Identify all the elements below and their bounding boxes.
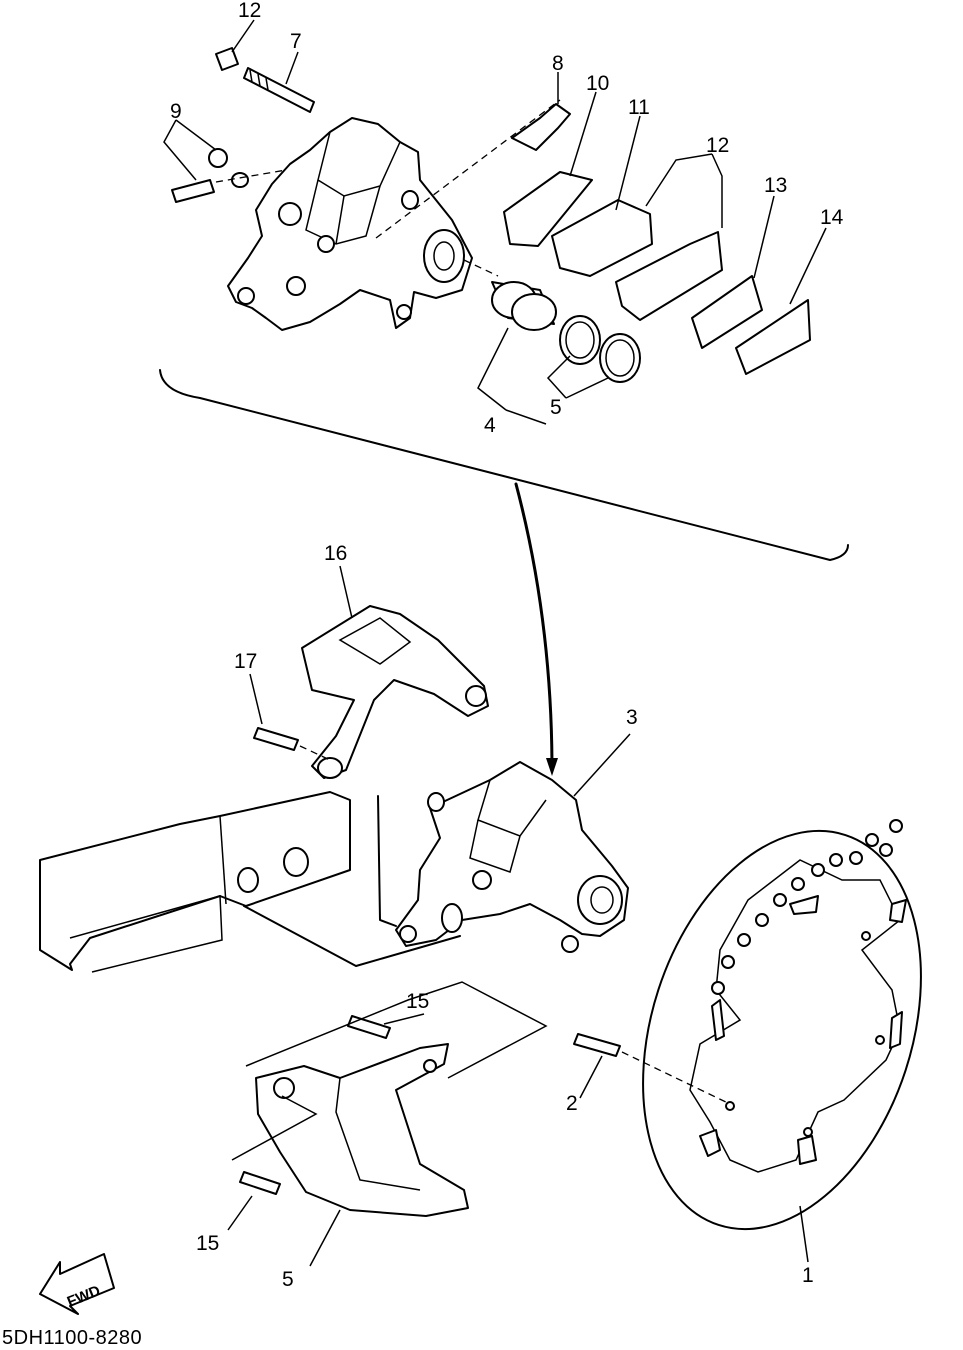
piston-4 <box>491 281 557 331</box>
callout-7: 9 <box>170 100 182 123</box>
callout-17: 17 <box>234 650 257 673</box>
guard-bolt-15a <box>347 1015 391 1039</box>
pad-shim-10 <box>503 171 593 247</box>
callout-1: 1 <box>802 1264 814 1287</box>
swingarm <box>39 791 351 971</box>
caliper-body-upper <box>227 117 473 331</box>
mounted-assembly-group <box>39 565 922 1267</box>
callout-9: 7 <box>290 30 302 53</box>
forward-arrow-icon: FWD <box>39 1253 115 1315</box>
disc-guard-14 <box>255 1043 469 1217</box>
callout-2: 2 <box>566 1092 578 1115</box>
disc-bolt-2 <box>573 1033 621 1057</box>
brake-pad-8 <box>615 231 723 321</box>
brake-disc-1 <box>642 819 922 1231</box>
callout-14: 5 <box>282 1268 294 1291</box>
figure-code: 5DH1100-8280 <box>2 1327 143 1349</box>
callout-12b: 13 <box>764 174 787 197</box>
callout-4: 4 <box>484 414 496 437</box>
pad-pin-9 <box>243 67 315 113</box>
callout-13: 12 <box>238 0 261 22</box>
bleed-screw-7 <box>171 179 215 203</box>
callout-5: 5 <box>550 396 562 419</box>
caliper-3 <box>395 761 629 947</box>
plug-13 <box>215 47 239 71</box>
guard-bolt-15b <box>239 1171 281 1195</box>
caliper-exploded-group <box>159 19 849 561</box>
callout-11: 14 <box>820 206 844 229</box>
caliper-bracket-16 <box>301 605 489 779</box>
callout-16: 16 <box>324 542 347 565</box>
callout-15a: 15 <box>406 990 429 1013</box>
pad-spring-6 <box>511 103 571 151</box>
callout-3: 3 <box>626 706 638 729</box>
brake-pad-12b <box>691 275 763 349</box>
pad-shim-11 <box>735 299 811 375</box>
callout-15b: 15 <box>196 1232 219 1255</box>
callout-10: 10 <box>586 72 609 95</box>
bracket-bolt-17 <box>253 727 299 751</box>
callout-8: 12 <box>706 134 729 157</box>
callout-6: 8 <box>552 52 564 75</box>
callout-12a: 11 <box>628 96 650 119</box>
